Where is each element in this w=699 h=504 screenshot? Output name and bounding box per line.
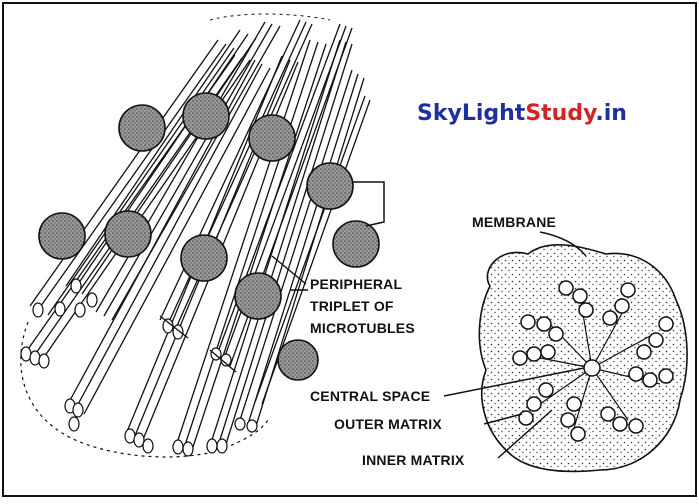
- label-inner-matrix: INNER MATRIX: [362, 452, 464, 468]
- central-space-ring: [584, 360, 600, 376]
- label-central-space: CENTRAL SPACE: [310, 388, 430, 404]
- watermark-part2: Study: [525, 101, 595, 126]
- label-outer-matrix: OUTER MATRIX: [334, 416, 442, 432]
- top-dashed-outline: [210, 14, 330, 20]
- watermark-part3: .in: [595, 101, 627, 126]
- label-microtubles: MICROTUBLES: [310, 320, 415, 336]
- label-triplet-of: TRIPLET OF: [310, 298, 394, 314]
- cross-section: [444, 232, 687, 471]
- watermark-part1: SkyLight: [417, 101, 525, 126]
- sphere-bracket: [352, 182, 384, 226]
- watermark: SkyLightStudy.in: [417, 101, 627, 126]
- label-peripheral: PERIPHERAL: [310, 276, 402, 292]
- label-membrane: MEMBRANE: [472, 214, 556, 230]
